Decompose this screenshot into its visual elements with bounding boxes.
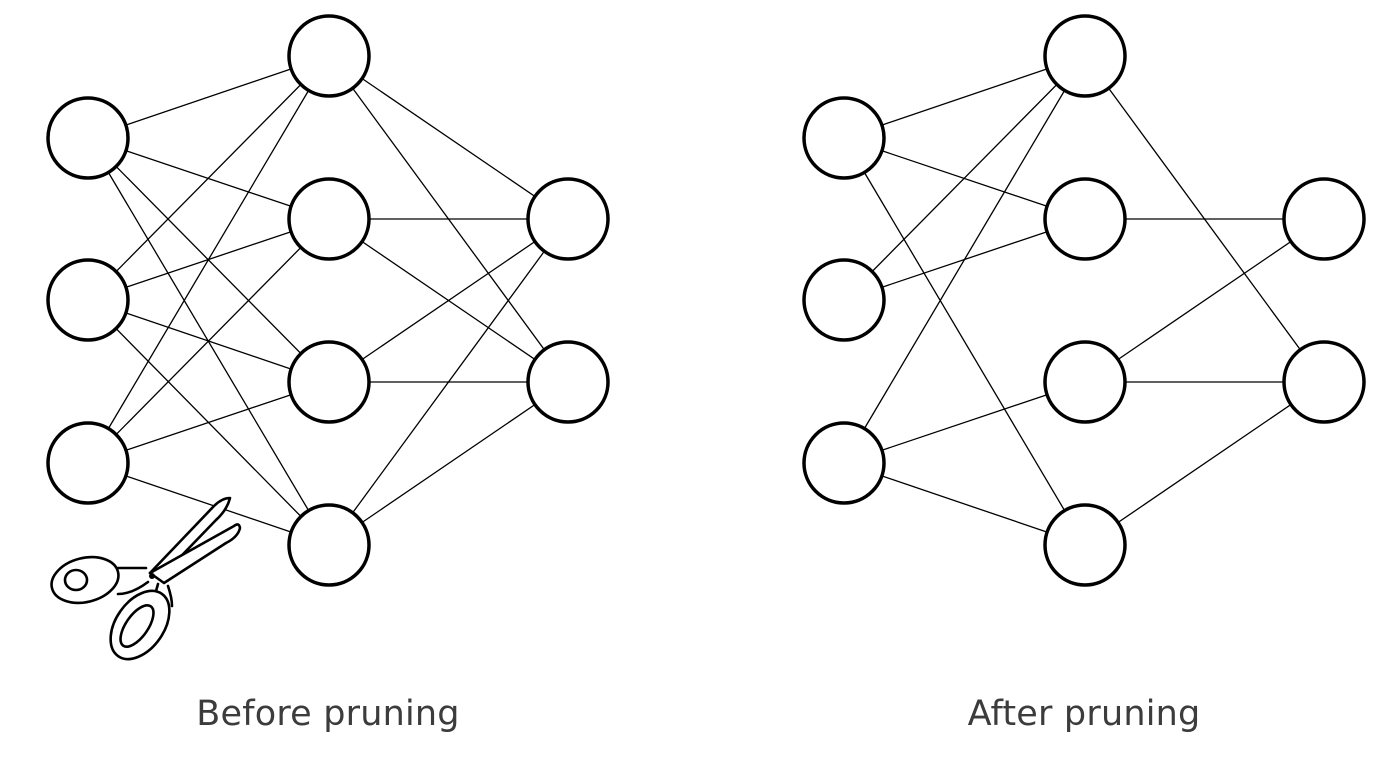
neuron-before-layer2-1 (526, 340, 610, 424)
neuron-after-layer2-1 (1282, 340, 1366, 424)
edge-before-l0-2-2 (87, 381, 330, 464)
edge-before-l0-2-1 (87, 218, 330, 464)
edge-after-l0-2-3 (843, 462, 1086, 546)
neuron-before-layer0-0 (46, 96, 130, 180)
edge-before-l0-1-0 (87, 55, 330, 301)
network-before-pruning (46, 14, 610, 587)
edge-before-l1-3-0 (328, 218, 569, 546)
network-after-pruning (802, 14, 1366, 587)
edge-before-l0-2-0 (87, 55, 330, 464)
scissors-icon (50, 496, 242, 661)
neuron-before-layer2-0 (526, 177, 610, 261)
neuron-after-layer1-2 (1043, 340, 1127, 424)
edge-after-l0-0-0 (843, 55, 1086, 139)
edge-after-l0-1-0 (843, 55, 1086, 301)
edges-before (87, 55, 569, 546)
caption-before-pruning: Before pruning (196, 694, 460, 734)
edge-before-l0-0-0 (87, 55, 330, 139)
nodes-after (802, 14, 1366, 587)
edge-after-l1-2-0 (1084, 218, 1325, 383)
neuron-before-layer1-0 (287, 14, 371, 98)
edge-before-l0-2-3 (87, 462, 330, 546)
neuron-after-layer2-0 (1282, 177, 1366, 261)
caption-after-pruning: After pruning (967, 694, 1201, 734)
neuron-after-layer1-3 (1043, 503, 1127, 587)
neuron-before-layer1-2 (287, 340, 371, 424)
edges-after (843, 55, 1325, 546)
neuron-before-layer1-3 (287, 503, 371, 587)
edge-after-l1-3-1 (1084, 381, 1325, 546)
neuron-after-layer0-1 (802, 258, 886, 342)
neuron-after-layer0-0 (802, 96, 886, 180)
edge-after-l0-2-0 (843, 55, 1086, 464)
edge-after-l0-2-2 (843, 381, 1086, 464)
neuron-before-layer1-1 (287, 177, 371, 261)
nodes-before (46, 14, 610, 587)
edge-after-l0-0-3 (843, 137, 1086, 546)
neuron-after-layer1-1 (1043, 177, 1127, 261)
neuron-after-layer1-0 (1043, 14, 1127, 98)
neuron-before-layer0-2 (46, 421, 130, 505)
edge-before-l1-2-0 (328, 218, 569, 383)
neuron-before-layer0-1 (46, 258, 130, 342)
edge-before-l1-0-0 (328, 55, 569, 220)
neuron-after-layer0-2 (802, 421, 886, 505)
edge-before-l1-3-1 (328, 381, 569, 546)
